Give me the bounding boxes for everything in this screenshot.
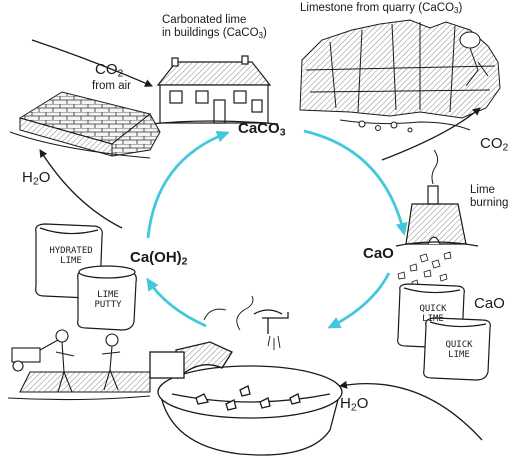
h2o-left-arrow	[39, 149, 123, 229]
h2o-bottom-label: H2O	[340, 395, 369, 414]
h2o-bottom-arrow	[339, 380, 483, 441]
cycle-arrow-caco3-to-cao	[303, 129, 408, 236]
lime-burning-label: Lime burning	[470, 184, 509, 209]
quick-lime-bag-2-text: QUICK LIME	[445, 340, 473, 361]
cycle-arrow-caoh2-to-caco3	[146, 130, 230, 239]
process-arrows	[31, 39, 483, 441]
co2-from-air-label: CO2	[95, 61, 124, 80]
kiln-illustration	[395, 149, 479, 247]
cao-bags-label: CaO	[474, 295, 505, 312]
quick-lime-bags-illustration	[397, 283, 491, 381]
house-illustration	[149, 55, 279, 125]
node-cao: CaO	[363, 245, 394, 262]
lime-cycle-arrows	[146, 129, 408, 329]
brick-wall-illustration	[9, 91, 161, 159]
quick-lime-bag-1-text: QUICK LIME	[419, 304, 447, 325]
quarry-illustration	[299, 19, 501, 133]
node-caco3: CaCO3	[238, 120, 286, 139]
workers-illustration	[7, 329, 151, 401]
cycle-arrow-cao-to-slaking	[327, 272, 391, 329]
from-air-label: from air	[92, 80, 131, 92]
limestone-label: Limestone from quarry (CaCO3)	[300, 2, 463, 15]
lime-putty-bag-text: LIME PUTTY	[94, 290, 122, 311]
co2-release-arrow	[381, 107, 481, 161]
cycle-arrow-slaking-to-caoh2	[146, 277, 207, 328]
hydrated-lime-bag-text: HYDRATED LIME	[49, 246, 93, 267]
node-caoh2: Ca(OH)2	[130, 249, 188, 268]
carbonated-lime-label: Carbonated lime in buildings (CaCO3)	[162, 14, 267, 40]
co2-absorb-arrow	[31, 39, 153, 87]
co2-release-label: CO2	[480, 135, 509, 154]
hydrated-lime-bags-illustration	[35, 223, 137, 331]
h2o-left-label: H2O	[22, 169, 51, 188]
lime-rubble-illustration	[397, 251, 452, 287]
slaking-tub-illustration	[149, 295, 343, 456]
